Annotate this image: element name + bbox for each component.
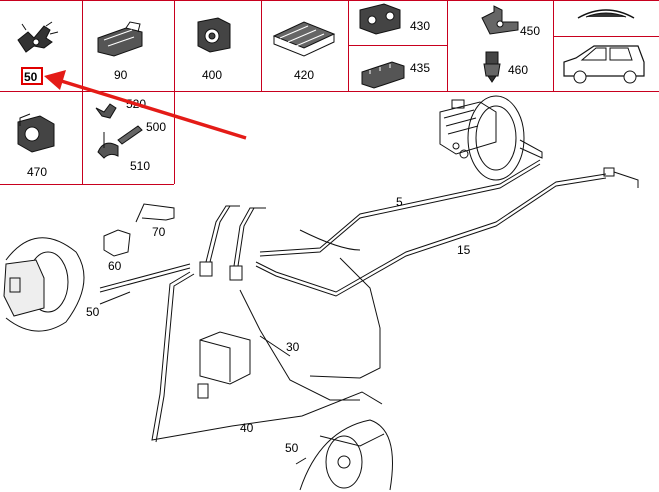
- callout-label: 70: [152, 225, 166, 239]
- front-brake-disc: [3, 237, 85, 332]
- callout-label: 50: [86, 305, 100, 319]
- thumbnail-label: 420: [294, 68, 314, 82]
- callout-label: 15: [457, 243, 471, 257]
- thumbnail-cell-90[interactable]: 90: [97, 21, 143, 82]
- highlight-box: [21, 67, 43, 85]
- clip-60: [103, 229, 131, 257]
- thumbnail-label: 450: [520, 24, 540, 38]
- thumbnail-cell-430[interactable]: 430: [359, 3, 430, 35]
- thumbnail-label: 50: [24, 70, 38, 84]
- thumbnail-label: 435: [410, 61, 430, 75]
- triple-clip-icon: [361, 61, 405, 89]
- callout-label: 40: [240, 421, 254, 435]
- clip-set-icon: [95, 103, 143, 159]
- thumbnail-label: 460: [508, 63, 528, 77]
- valve-block: [197, 261, 251, 399]
- bracket-icon: [481, 5, 519, 35]
- rear-brake-disc: [299, 419, 393, 491]
- thumbnail-cell-460[interactable]: 460: [483, 51, 528, 83]
- thumbnail-label: 500: [146, 120, 166, 134]
- parts-thumbnail-grid: [0, 0, 659, 185]
- brake-hose-clip-icon: [17, 21, 59, 53]
- thumbnail-cell-400[interactable]: 400: [197, 17, 231, 82]
- thumbnail-cell-420[interactable]: 420: [272, 21, 336, 82]
- double-clip-icon: [359, 3, 401, 35]
- callout-label: 30: [286, 340, 300, 354]
- thumbnail-label: 510: [130, 159, 150, 173]
- annotation-arrow: [44, 70, 247, 140]
- clip-70: [135, 203, 175, 223]
- brake-pipes: [99, 159, 607, 447]
- vehicle-body-outline: [299, 229, 381, 379]
- rubber-mount-icon: [17, 113, 55, 153]
- nut-icon: [483, 51, 501, 83]
- callout-leaders: [99, 291, 307, 465]
- thumbnail-label: 400: [202, 68, 222, 82]
- thumbnail-cell-435[interactable]: 435: [361, 61, 430, 89]
- thumbnail-cell-450[interactable]: 450: [481, 5, 540, 38]
- clip-holder-icon: [97, 21, 143, 57]
- callout-label: 60: [108, 259, 122, 273]
- callout-label: 50: [285, 441, 299, 455]
- pipe-fitting-right: [603, 167, 639, 188]
- thumbnail-cell-50[interactable]: 50: [17, 21, 59, 85]
- pipe-retainer-icon: [272, 21, 336, 57]
- suv-vehicle-icon: [563, 45, 645, 84]
- thumbnail-label: 470: [27, 165, 47, 179]
- thumbnail-label: 430: [410, 19, 430, 33]
- brake-booster-assembly: [439, 95, 543, 181]
- bushing-block-icon: [197, 17, 231, 53]
- thumbnail-cell-470[interactable]: 470: [17, 113, 55, 179]
- callout-label: 5: [396, 195, 403, 209]
- windshield-icon: [577, 9, 635, 19]
- thumbnail-label: 90: [114, 68, 128, 82]
